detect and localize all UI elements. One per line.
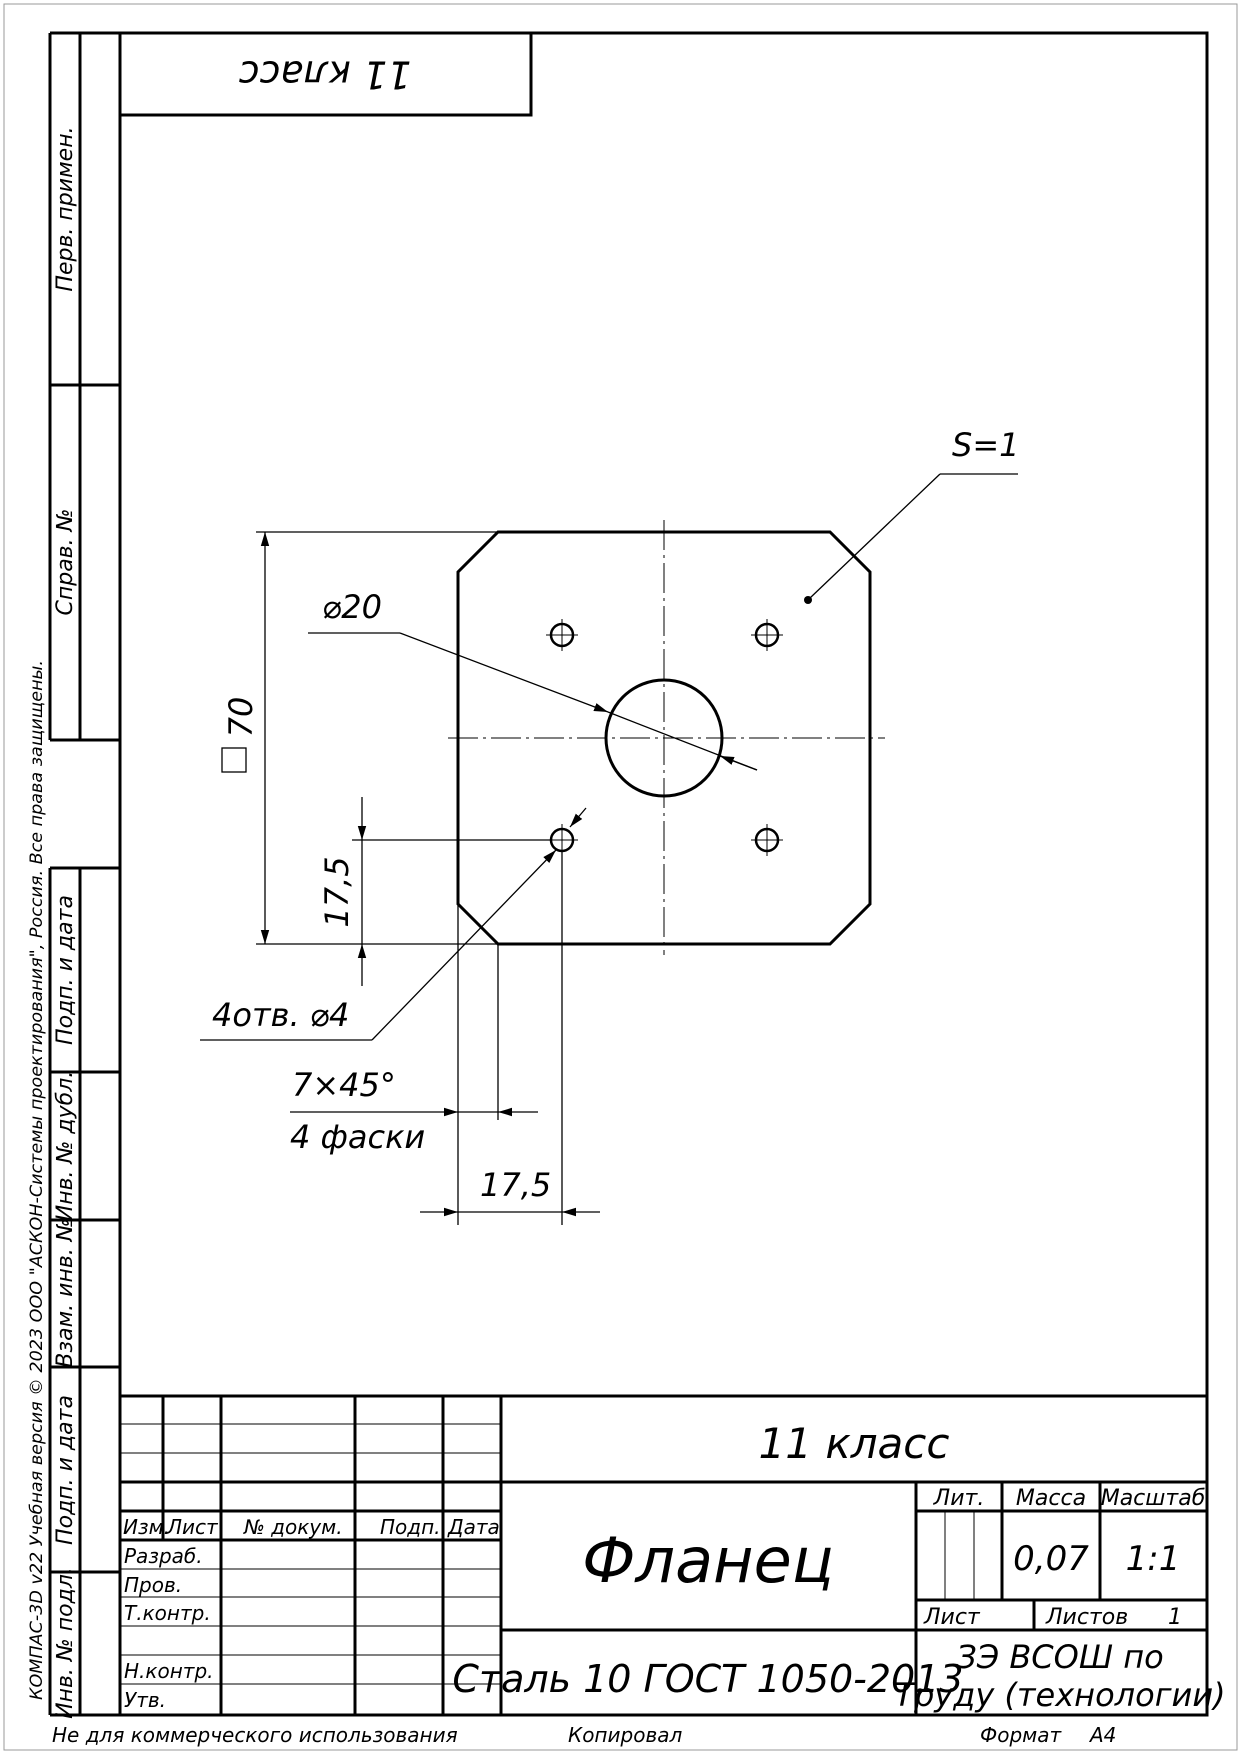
footer-format-label: Формат: [980, 1723, 1062, 1747]
leader-dot: [804, 596, 812, 604]
side-copyright: КОМПАС-3D v22 Учебная версия © 2023 ООО …: [27, 660, 47, 1700]
tb-designation: 11 класс: [759, 1419, 950, 1468]
side-sprav-no: Справ. №: [53, 508, 78, 615]
tb-organization-2: Труду (технологии): [894, 1676, 1225, 1714]
centerlines: [448, 520, 885, 955]
top-stamp-text: 11 класс: [239, 53, 412, 97]
tb-izm: Изм.: [123, 1515, 170, 1539]
tb-podp: Подп.: [380, 1515, 441, 1539]
holes-label: 4отв. ⌀4: [212, 996, 349, 1034]
tb-razrab: Разраб.: [124, 1544, 203, 1568]
offset-horizontal-label: 17,5: [480, 1166, 551, 1204]
thickness-label: S=1: [952, 426, 1019, 464]
footer-noncommercial: Не для коммерческого использования: [52, 1723, 458, 1747]
tb-prov: Пров.: [124, 1573, 182, 1597]
dimensions: [200, 473, 1018, 1225]
side-inv-dubl: Инв. № дубл.: [53, 1071, 78, 1222]
tb-nkontr: Н.контр.: [124, 1659, 214, 1683]
tb-sheets: 1: [1168, 1605, 1182, 1630]
side-strip: [48, 31, 120, 1717]
tb-tkontr: Т.контр.: [124, 1601, 211, 1625]
tb-mass-label: Масса: [1016, 1486, 1086, 1511]
square-symbol: [221, 747, 247, 773]
hole-center-label: ⌀20: [322, 588, 382, 626]
side-perv-primen: Перв. примен.: [53, 126, 78, 291]
offset-vertical-label: 17,5: [318, 856, 356, 927]
tb-doc-no: № докум.: [243, 1515, 343, 1539]
side-vzam-inv: Взам. инв. №: [53, 1218, 78, 1367]
top-stamp: 11 класс: [118, 31, 533, 117]
tb-sheets-label: Листов: [1045, 1605, 1128, 1630]
drawing-frame: [118, 31, 1209, 1717]
tb-list: Лист: [166, 1515, 219, 1539]
tb-utv: Утв.: [124, 1688, 166, 1712]
footer-copied: Копировал: [568, 1723, 682, 1747]
tb-material: Сталь 10 ГОСТ 1050-2013: [452, 1657, 963, 1701]
title-block: [120, 1394, 1207, 1715]
chamfer-count-label: 4 фаски: [290, 1118, 425, 1156]
sheet-edge: [3, 3, 1238, 1751]
tb-scale: 1:1: [1126, 1539, 1181, 1579]
footer-format: А4: [1088, 1723, 1116, 1747]
tb-data: Дата: [447, 1515, 500, 1539]
tb-name: Фланец: [582, 1524, 834, 1597]
tb-mass: 0,07: [1013, 1539, 1089, 1579]
tb-lit-label: Лит.: [933, 1486, 985, 1511]
tb-organization-1: ЗЭ ВСОШ по: [956, 1638, 1163, 1676]
side-podp-data-lower: Подп. и дата: [53, 1395, 78, 1545]
side-inv-podl: Инв. № подл.: [53, 1567, 78, 1719]
tb-sheet-label: Лист: [923, 1605, 981, 1630]
chamfer-size-label: 7×45°: [292, 1066, 396, 1104]
side-podp-data-upper: Подп. и дата: [53, 895, 78, 1045]
tb-scale-label: Масштаб: [1101, 1486, 1206, 1511]
square-size-label: 70: [222, 697, 260, 738]
